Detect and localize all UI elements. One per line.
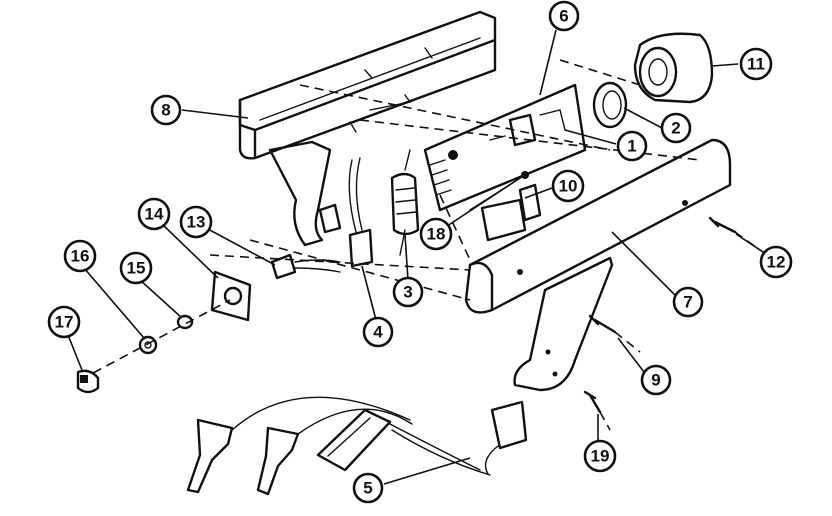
callout-circle <box>119 251 153 285</box>
callout-label: 11 <box>747 55 765 74</box>
callout-circle <box>150 94 182 126</box>
callout-19: 19 <box>583 439 617 473</box>
callout-label: 6 <box>559 7 568 26</box>
callout-label: 16 <box>71 247 90 266</box>
mounting-plate <box>210 270 252 322</box>
callout-label: 4 <box>373 323 383 342</box>
right-housing-half <box>464 138 732 392</box>
callout-label: 3 <box>403 283 412 302</box>
callout-17: 17 <box>47 305 81 339</box>
callout-label: 12 <box>767 253 786 272</box>
callout-circle <box>759 245 793 279</box>
callout-circle <box>362 316 394 348</box>
callout-13: 13 <box>179 205 213 239</box>
callout-16: 16 <box>63 239 97 273</box>
callout-7: 7 <box>672 286 704 318</box>
callout-circle <box>640 364 672 396</box>
lower-screw <box>583 390 611 431</box>
circuit-board <box>423 83 587 212</box>
callout-label: 7 <box>683 293 692 312</box>
callout-circle <box>739 47 773 81</box>
callout-18: 18 <box>419 217 453 251</box>
clip-bracket <box>480 183 542 242</box>
callout-4: 4 <box>362 316 394 348</box>
left-housing-half <box>238 10 497 247</box>
callout-label: 17 <box>55 313 74 332</box>
callout-2: 2 <box>660 112 692 144</box>
callout-14: 14 <box>137 197 171 231</box>
callout-circle <box>392 276 424 308</box>
callout-leaders <box>65 29 767 485</box>
callout-label: 1 <box>627 137 636 156</box>
callout-circle <box>63 239 97 273</box>
callout-1: 1 <box>616 130 648 162</box>
knob <box>76 369 100 394</box>
callout-circle <box>548 0 580 32</box>
callout-label: 15 <box>127 259 146 278</box>
callout-8: 8 <box>150 94 182 126</box>
callout-circle <box>583 439 617 473</box>
trigger-switch <box>318 157 374 268</box>
callout-11: 11 <box>739 47 773 81</box>
callout-label: 18 <box>427 225 446 244</box>
callout-label: 5 <box>363 479 372 498</box>
callout-circle <box>47 305 81 339</box>
callout-circle <box>179 205 213 239</box>
callout-label: 2 <box>671 119 680 138</box>
callout-label: 14 <box>145 205 164 224</box>
callout-3: 3 <box>392 276 424 308</box>
callout-circle <box>616 130 648 162</box>
callout-circle <box>137 197 171 231</box>
lens-housing <box>633 32 714 104</box>
washer <box>176 314 194 330</box>
adjust-potentiometer <box>270 253 341 280</box>
callout-label: 9 <box>651 371 660 390</box>
callout-6: 6 <box>548 0 580 32</box>
callout-10: 10 <box>551 169 585 203</box>
callout-label: 8 <box>161 101 170 120</box>
battery-lead-cable <box>186 396 528 496</box>
callout-label: 13 <box>187 213 206 232</box>
callout-circle <box>672 286 704 318</box>
callout-5: 5 <box>352 472 384 504</box>
callout-label: 10 <box>559 177 578 196</box>
callout-9: 9 <box>640 364 672 396</box>
callout-circle <box>551 169 585 203</box>
callout-12: 12 <box>759 245 793 279</box>
capacitor <box>390 149 420 256</box>
lens <box>592 81 628 129</box>
handle-screw <box>588 314 641 353</box>
callout-circle <box>352 472 384 504</box>
callout-15: 15 <box>119 251 153 285</box>
callout-circle <box>419 217 453 251</box>
nut <box>138 335 158 355</box>
callout-circle <box>660 112 692 144</box>
callout-label: 19 <box>591 447 610 466</box>
